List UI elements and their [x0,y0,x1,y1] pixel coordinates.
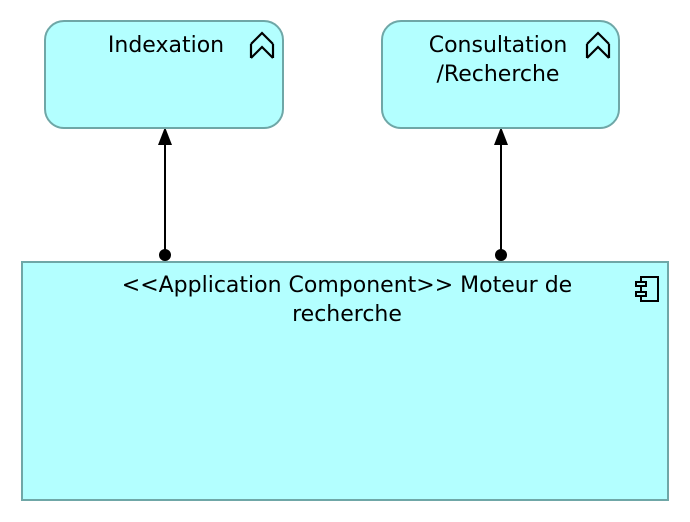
edge-component-to-consultation[interactable] [494,127,508,261]
component-label: <<Application Component>> Moteur de rech… [121,273,573,327]
service-label: Consultation /Recherche [428,33,568,87]
service-consultation[interactable]: Consultation /Recherche [381,20,620,129]
component-icon [635,276,659,302]
application-service-icon [585,31,611,59]
edge-origin-dot [159,249,171,261]
arrowhead [158,127,172,145]
arrowhead [494,127,508,145]
edge-origin-dot [495,249,507,261]
component-moteur-de-recherche[interactable]: <<Application Component>> Moteur de rech… [21,261,669,501]
edge-component-to-indexation[interactable] [158,127,172,261]
service-label: Indexation [107,33,225,58]
application-service-icon [249,31,275,59]
service-indexation[interactable]: Indexation [44,20,284,129]
